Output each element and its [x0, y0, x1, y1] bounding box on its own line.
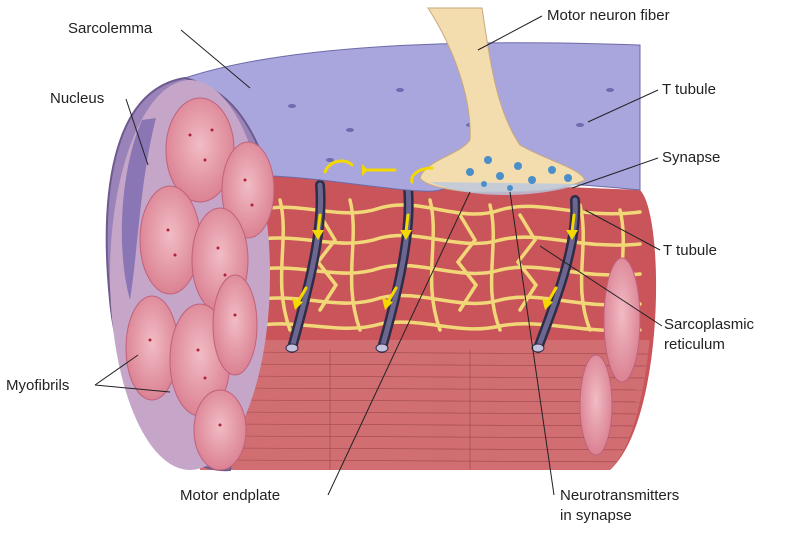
sarcoplasmic-reticulum — [253, 198, 642, 333]
nucleus — [121, 118, 156, 300]
myofibril — [139, 185, 201, 295]
myofibril — [212, 274, 258, 376]
signal-arrows — [296, 159, 576, 304]
myofibril-stub — [579, 354, 613, 456]
label-motor-endplate: Motor endplate — [180, 487, 281, 504]
myofibril-stub — [603, 257, 641, 383]
leader-lines — [94, 15, 663, 496]
label-t-tubule-top: T tubule — [662, 81, 716, 98]
label-t-tubule-mid: T tubule — [663, 242, 717, 259]
label-myofibrils: Myofibrils — [6, 377, 70, 394]
myofibril — [193, 389, 247, 471]
label-motor-neuron-fiber: Motor neuron fiber — [547, 7, 670, 24]
neurotransmitter-vesicles — [466, 156, 572, 191]
label-sarcoplasmic-reticulum-1: Sarcoplasmic — [664, 316, 755, 333]
myofibril — [221, 141, 275, 239]
label-sarcolemma: Sarcolemma — [68, 20, 153, 37]
label-nucleus: Nucleus — [50, 90, 105, 107]
label-neurotransmitters-2: in synapse — [560, 507, 632, 524]
label-neurotransmitters-1: Neurotransmitters — [560, 487, 680, 504]
label-synapse: Synapse — [662, 149, 721, 166]
label-sarcoplasmic-reticulum-2: reticulum — [664, 336, 725, 353]
fiber-cross-section — [105, 76, 275, 472]
